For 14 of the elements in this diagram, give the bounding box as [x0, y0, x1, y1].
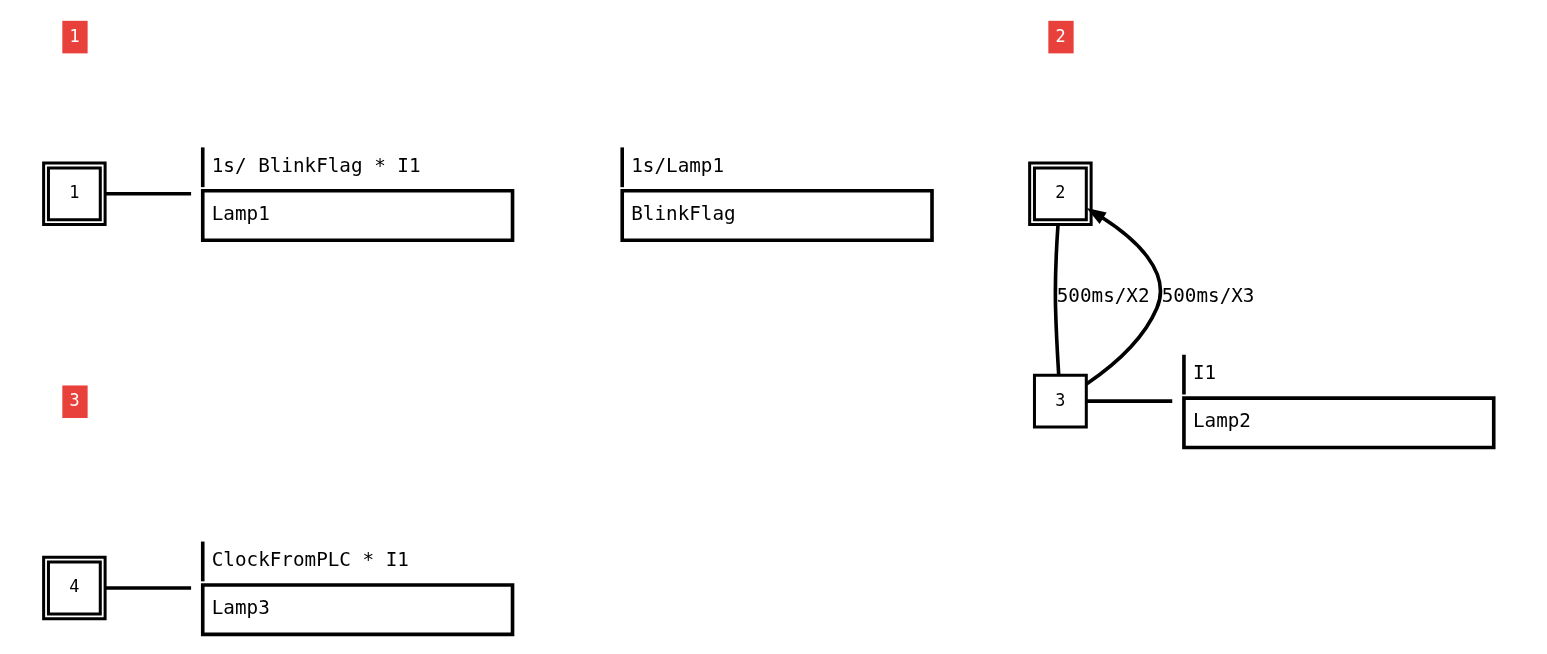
- node-box: 3: [1032, 373, 1088, 429]
- edge-label: 500ms/X3: [1161, 284, 1255, 308]
- label: 3: [69, 390, 80, 411]
- connector: [105, 586, 192, 590]
- node-box: 4: [42, 555, 107, 621]
- edge-label: 500ms/X2: [1056, 284, 1150, 308]
- connector: [105, 192, 192, 196]
- arrow: [1085, 208, 1163, 386]
- connector: [1053, 224, 1061, 376]
- node-box: 2: [1028, 161, 1093, 227]
- label: 2: [1055, 25, 1066, 46]
- node-box: 1: [42, 161, 107, 227]
- connector: [1086, 399, 1173, 403]
- label: 1: [69, 25, 80, 46]
